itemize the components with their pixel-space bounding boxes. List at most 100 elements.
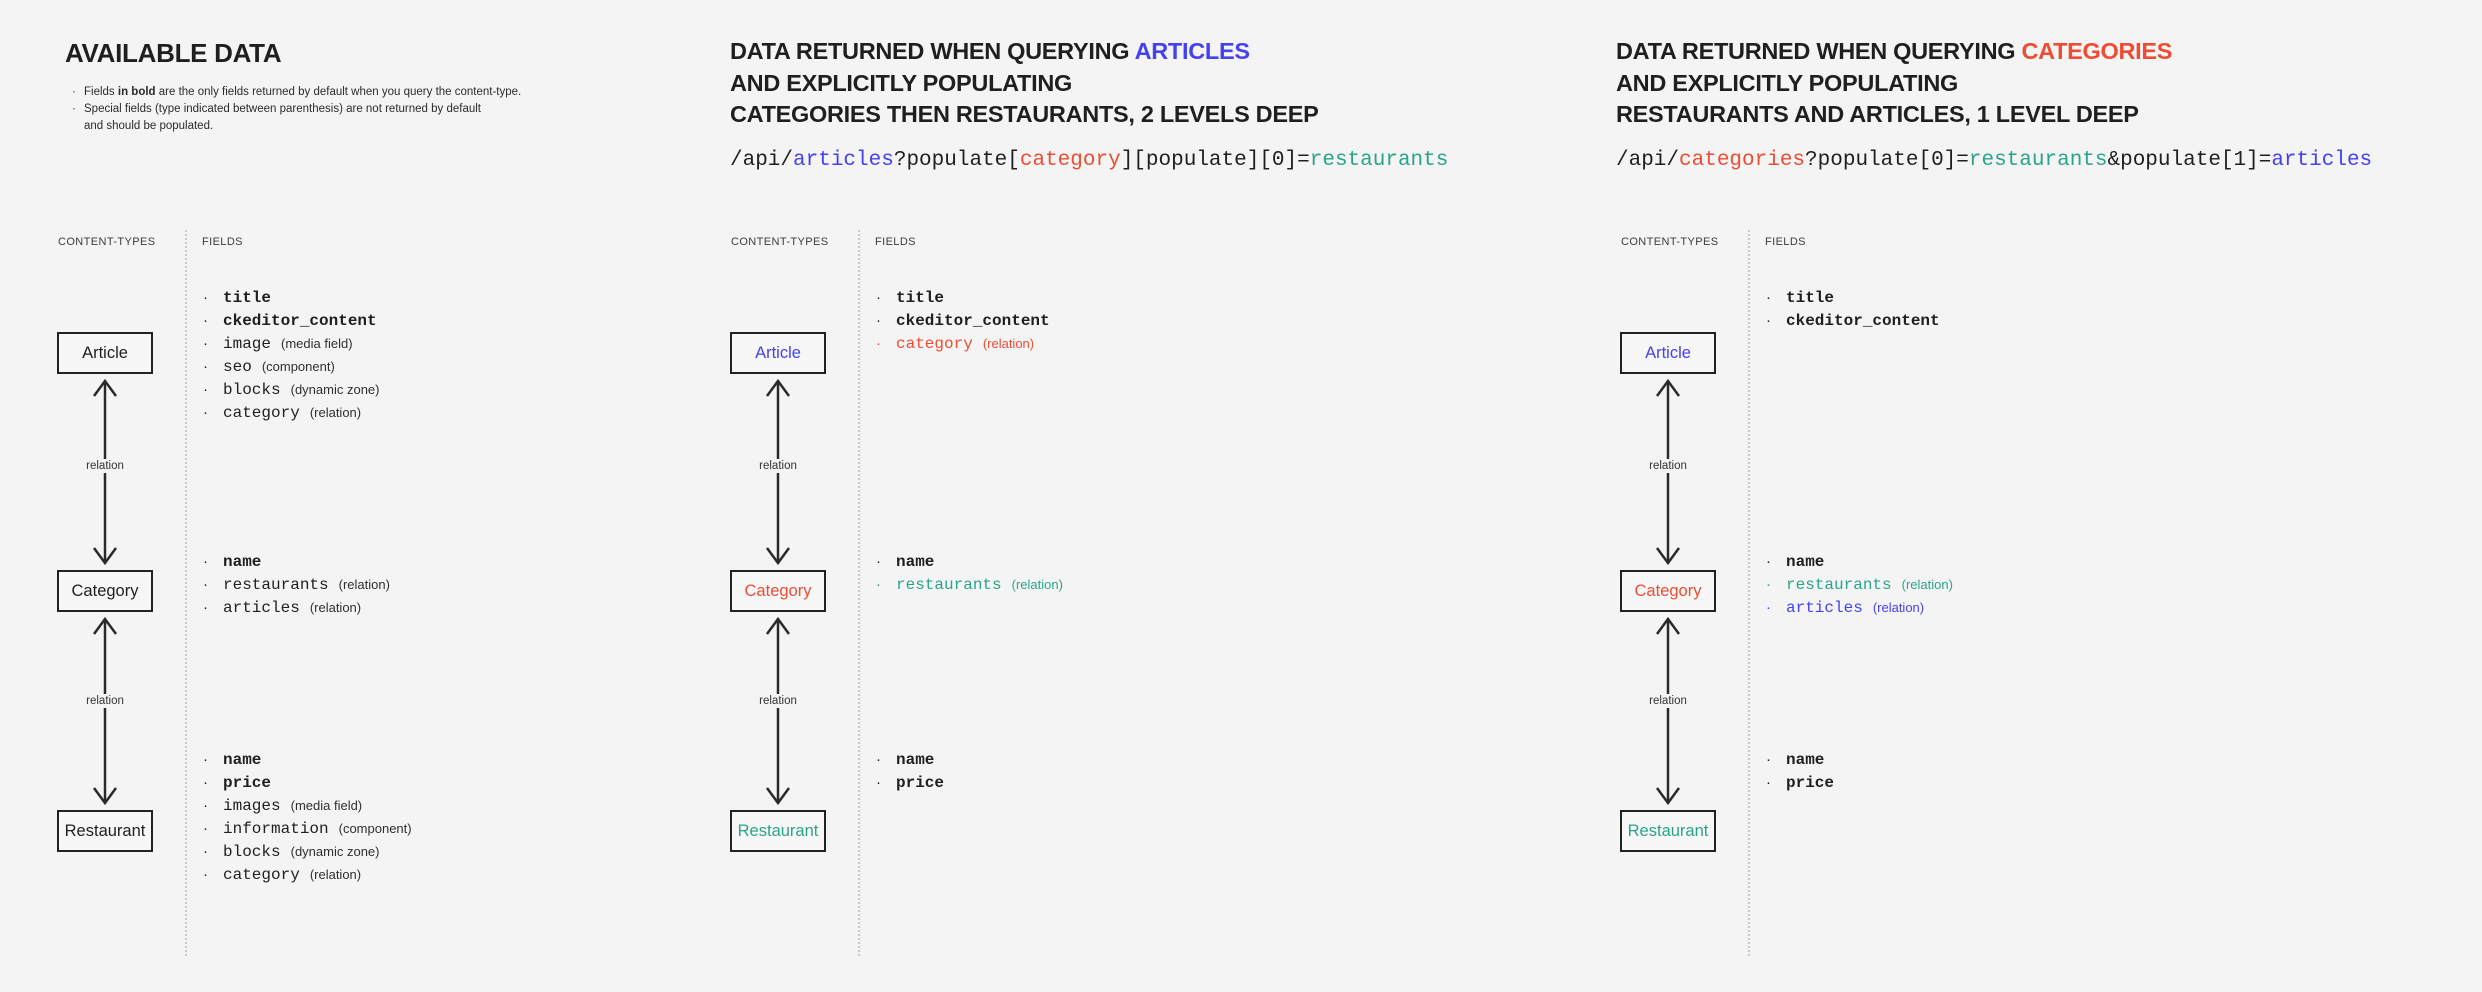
note-segment: Special fields (type indicated between p… bbox=[84, 103, 481, 115]
node-label-article: Article bbox=[755, 343, 801, 362]
bullet-dot: · bbox=[876, 553, 881, 570]
field-type-annotation: (component) bbox=[338, 821, 412, 836]
fields-list-article: · title · ckeditor_content bbox=[1766, 286, 1940, 332]
field-row: ·name bbox=[203, 748, 412, 771]
field-name: name bbox=[896, 751, 935, 769]
bullet-dot: · bbox=[1766, 312, 1771, 329]
api-segment: &populate[1]= bbox=[2107, 149, 2272, 172]
fields-column-label: FIELDS bbox=[202, 236, 243, 248]
title-line: CATEGORIES THEN RESTAURANTS, 2 LEVELS DE… bbox=[730, 99, 1319, 131]
field-name: price bbox=[1786, 774, 1835, 792]
field-row: ·category(relation) bbox=[203, 863, 412, 886]
content-type-box-article: Article bbox=[1620, 332, 1716, 374]
notes-list: · Fields in bold are the only fields retu… bbox=[72, 84, 521, 135]
title-line: AND EXPLICITLY POPULATING bbox=[730, 68, 1318, 100]
note-segment: in bold bbox=[117, 86, 156, 98]
field-row: ·restaurants(relation) bbox=[1766, 573, 1953, 596]
field-name: ckeditor_content bbox=[223, 312, 377, 330]
content-type-box-article: Article bbox=[57, 332, 153, 374]
field-row: ·blocks(dynamic zone) bbox=[203, 378, 379, 401]
field-name: restaurants bbox=[1786, 576, 1892, 594]
node-label-restaurant: Restaurant bbox=[737, 821, 819, 840]
field-row: ·information(component) bbox=[203, 817, 412, 840]
field-name: seo bbox=[223, 358, 252, 376]
field-row: · ckeditor_content bbox=[1766, 309, 1940, 332]
title-segment: CATEGORIES bbox=[2021, 38, 2173, 64]
bullet-dot: · bbox=[203, 599, 208, 616]
bullet-dot: · bbox=[876, 751, 881, 768]
bullet-dot: · bbox=[876, 289, 881, 306]
field-row: ·blocks(dynamic zone) bbox=[203, 840, 412, 863]
relation-arrow-category-restaurant bbox=[92, 616, 118, 806]
bullet-dot: · bbox=[203, 335, 208, 352]
api-segment: /api/ bbox=[1616, 149, 1680, 172]
column-divider bbox=[185, 230, 187, 956]
field-name: name bbox=[1786, 751, 1825, 769]
title-segment: ARTICLES bbox=[1134, 38, 1250, 64]
title-segment: DATA RETURNED WHEN QUERYING bbox=[730, 38, 1135, 64]
title-line: DATA RETURNED WHEN QUERYING CATEGORIES bbox=[1616, 36, 2172, 68]
bullet-dot: · bbox=[203, 576, 208, 593]
field-row: · price bbox=[203, 771, 412, 794]
field-name: price bbox=[896, 774, 945, 792]
field-row: · name bbox=[1766, 748, 1834, 771]
field-type-annotation: (relation) bbox=[1011, 577, 1063, 592]
bullet-dot: · bbox=[72, 103, 76, 115]
field-row: ·name bbox=[1766, 550, 1953, 573]
relation-label: relation bbox=[1645, 459, 1691, 473]
bullet-dot: · bbox=[203, 774, 208, 791]
field-type-annotation: (relation) bbox=[1901, 577, 1953, 592]
field-name: title bbox=[1786, 289, 1835, 307]
field-row: · title bbox=[203, 286, 379, 309]
node-label-category: Category bbox=[744, 581, 812, 600]
title-line: DATA RETURNED WHEN QUERYING ARTICLES bbox=[730, 36, 1318, 68]
node-label-category: Category bbox=[71, 581, 139, 600]
title-segment: CATEGORIES THEN RESTAURANTS, 2 LEVELS DE… bbox=[730, 101, 1319, 127]
note-segment: are the only fields returned by default … bbox=[155, 86, 522, 98]
field-name: articles bbox=[1786, 599, 1863, 617]
field-row: ·ckeditor_content bbox=[876, 309, 1050, 332]
note-text: Special fields (type indicated between p… bbox=[84, 101, 481, 118]
bullet-dot: · bbox=[1766, 751, 1771, 768]
field-name: price bbox=[223, 774, 272, 792]
note-item: ·Fields in bold are the only fields retu… bbox=[72, 84, 521, 101]
api-segment: restaurants bbox=[1968, 149, 2108, 172]
relation-arrow-category-restaurant bbox=[765, 616, 791, 806]
field-row: ·title bbox=[876, 286, 1050, 309]
bullet-dot: · bbox=[1766, 599, 1771, 616]
field-row: ·price bbox=[1766, 771, 1834, 794]
title-segment: AND EXPLICITLY POPULATING bbox=[730, 69, 1072, 96]
field-row: ·articles(relation) bbox=[203, 596, 390, 619]
field-name: blocks bbox=[223, 381, 281, 399]
field-row: ·restaurants(relation) bbox=[203, 573, 390, 596]
field-row: ·price bbox=[876, 771, 944, 794]
note-segment: Fields bbox=[84, 86, 118, 98]
fields-column-label: FIELDS bbox=[1765, 236, 1806, 248]
field-name: category bbox=[896, 335, 973, 353]
bullet-dot: · bbox=[203, 289, 208, 306]
title-line: RESTAURANTS AND ARTICLES, 1 LEVEL DEEP bbox=[1616, 99, 2172, 131]
field-row: ·restaurants(relation) bbox=[876, 573, 1063, 596]
api-segment: ?populate[ bbox=[893, 149, 1020, 172]
title-segment: DATA RETURNED WHEN QUERYING bbox=[1616, 38, 2022, 64]
field-row: · name bbox=[876, 748, 944, 771]
title-segment: AND EXPLICITLY POPULATING bbox=[1616, 69, 1958, 96]
fields-list-article: ·title·ckeditor_content·category(relatio… bbox=[876, 286, 1050, 355]
field-name: restaurants bbox=[896, 576, 1002, 594]
content-type-box-category: Category bbox=[1620, 570, 1716, 612]
content-type-box-restaurant: Restaurant bbox=[1620, 810, 1716, 852]
field-type-annotation: (relation) bbox=[309, 405, 362, 420]
api-segment: ][populate][0]= bbox=[1120, 149, 1310, 172]
content-types-column-label: CONTENT-TYPES bbox=[731, 236, 829, 248]
field-name: category bbox=[223, 866, 300, 884]
field-name: ckeditor_content bbox=[1786, 312, 1940, 330]
bullet-dot: · bbox=[203, 866, 208, 883]
field-row: ·name bbox=[203, 550, 390, 573]
title-segment: RESTAURANTS AND ARTICLES, 1 LEVEL DEEP bbox=[1616, 101, 2139, 127]
field-type-annotation: (relation) bbox=[309, 600, 362, 615]
field-name: title bbox=[223, 289, 272, 307]
content-types-column-label: CONTENT-TYPES bbox=[1621, 236, 1719, 248]
content-types-column-label: CONTENT-TYPES bbox=[58, 236, 156, 248]
